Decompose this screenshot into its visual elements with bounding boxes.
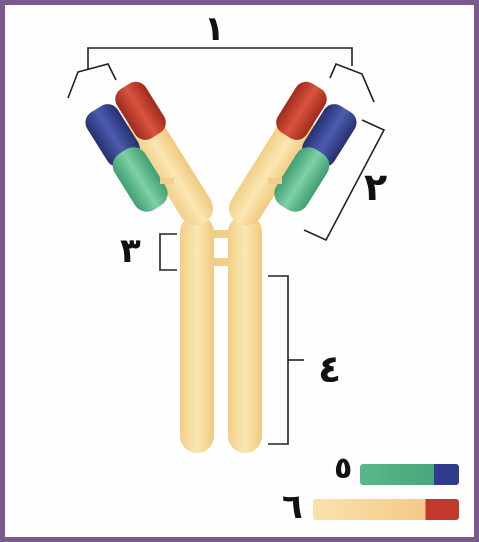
heavy-chain-swatch [313,499,459,520]
light-heavy-link-right [268,178,282,184]
bracket-4 [268,276,288,444]
label-4: ٤ [318,347,341,391]
disulfide-bond-lower [212,258,230,266]
bracket-right-tips [330,64,374,102]
bracket-1 [88,48,352,70]
label-2: ٢ [364,165,387,209]
label-3: ٣ [120,231,141,271]
bracket-3 [160,234,177,270]
label-6: ٦ [282,487,303,527]
light-chain-swatch [360,464,459,485]
disulfide-bond-upper [212,230,230,238]
bracket-left-tips [68,64,116,98]
light-heavy-link-left [160,178,174,184]
label-5: ٥ [334,451,352,486]
label-1: ١ [204,9,225,49]
